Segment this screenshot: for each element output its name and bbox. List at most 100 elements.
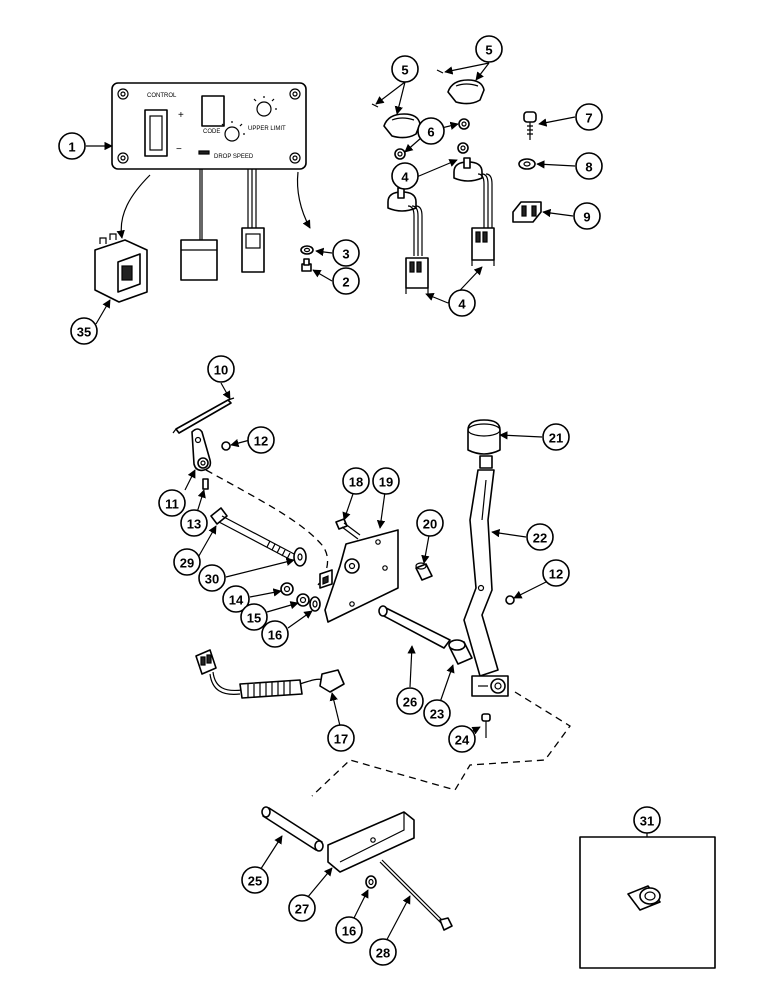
callout-16-bottom: 16: [335, 916, 363, 944]
svg-text:10: 10: [214, 363, 228, 378]
rocker-switch: [94, 233, 148, 303]
knob-left: [371, 103, 421, 139]
screw-7: [523, 111, 537, 140]
svg-text:23: 23: [430, 707, 444, 722]
nut-15: [296, 593, 310, 607]
svg-text:24: 24: [455, 733, 470, 748]
panel-control-label: CONTROL: [147, 93, 177, 99]
plate-27: [327, 811, 415, 873]
callout-30: 30: [198, 564, 226, 592]
svg-text:4: 4: [458, 297, 466, 312]
dashed-line-lever: [311, 691, 571, 797]
svg-text:1: 1: [68, 140, 75, 155]
screw-24: [481, 713, 491, 738]
svg-text:5: 5: [485, 43, 492, 58]
callout-13: 13: [180, 509, 208, 537]
svg-text:19: 19: [379, 475, 393, 490]
svg-text:16: 16: [268, 628, 282, 643]
svg-text:28: 28: [376, 946, 390, 961]
callout-14: 14: [222, 585, 250, 613]
callout-25: 25: [241, 866, 269, 894]
screw-part: [301, 258, 312, 272]
bolt-28: [379, 859, 453, 931]
pin-25: [261, 806, 324, 852]
potentiometer-left: [387, 187, 429, 294]
svg-text:9: 9: [583, 210, 590, 225]
svg-text:12: 12: [549, 567, 563, 582]
callout-6: 6: [417, 117, 445, 145]
callout-12-right: 12: [542, 559, 570, 587]
washer-8: [518, 158, 536, 170]
nut-part: [300, 245, 314, 255]
callout-19: 19: [372, 467, 400, 495]
nut-14: [280, 582, 294, 596]
control-panel: CONTROL CODE UPPER LIMIT DROP SPEED + −: [111, 82, 307, 170]
callout-9: 9: [573, 202, 601, 230]
svg-text:26: 26: [403, 695, 417, 710]
panel-drop-speed-label: DROP SPEED: [214, 154, 254, 160]
clip-9: [512, 201, 542, 223]
callout-16-top: 16: [261, 620, 289, 648]
washer-16-top: [309, 596, 321, 612]
svg-text:5: 5: [401, 63, 408, 78]
svg-text:6: 6: [427, 125, 434, 140]
callout-2: 2: [332, 267, 360, 295]
svg-text:27: 27: [295, 902, 309, 917]
callout-4-b: 4: [448, 289, 476, 317]
svg-text:30: 30: [205, 572, 219, 587]
panel-code-label: CODE: [203, 129, 220, 135]
callout-1: 1: [58, 132, 86, 160]
svg-text:17: 17: [334, 732, 348, 747]
callout-29: 29: [173, 548, 201, 576]
svg-text:11: 11: [165, 497, 179, 512]
bracket-19: [319, 529, 399, 623]
nut-12-right: [505, 595, 515, 605]
svg-text:15: 15: [247, 611, 261, 626]
callout-18: 18: [342, 467, 370, 495]
svg-text:29: 29: [180, 556, 194, 571]
callout-7: 7: [575, 103, 603, 131]
panel-upper-limit-label: UPPER LIMIT: [248, 126, 286, 132]
washer-16-bottom: [365, 875, 377, 889]
lever-22: [463, 455, 509, 697]
callout-8: 8: [575, 152, 603, 180]
svg-text:31: 31: [640, 814, 654, 829]
callout-26: 26: [396, 687, 424, 715]
knob-right: [436, 69, 485, 105]
bolt-18: [335, 518, 361, 540]
bushing-20: [415, 562, 433, 581]
callout-31: 31: [633, 806, 661, 834]
svg-text:35: 35: [77, 325, 91, 340]
svg-text:16: 16: [342, 924, 356, 939]
panel-wiring: [180, 169, 265, 281]
callout-17: 17: [327, 724, 355, 752]
svg-text:7: 7: [585, 111, 592, 126]
potentiometer-right: [453, 157, 495, 266]
rod-10: [172, 397, 235, 434]
panel-minus-sign: −: [176, 144, 182, 155]
svg-text:14: 14: [229, 593, 244, 608]
washer-30: [293, 547, 307, 567]
inset-box-31: [579, 833, 716, 969]
svg-text:2: 2: [342, 275, 349, 290]
callout-21: 21: [542, 423, 570, 451]
svg-text:20: 20: [423, 517, 437, 532]
svg-text:21: 21: [549, 431, 563, 446]
callout-4-a: 4: [391, 162, 419, 190]
svg-text:8: 8: [585, 160, 592, 175]
callout-5-a: 5: [391, 55, 419, 83]
nut-12-top: [221, 441, 231, 451]
callout-10: 10: [207, 355, 235, 383]
callout-23: 23: [423, 699, 451, 727]
callout-35: 35: [70, 317, 98, 345]
svg-text:18: 18: [349, 475, 363, 490]
knob-21: [467, 419, 501, 455]
svg-text:4: 4: [401, 170, 409, 185]
callout-28: 28: [369, 938, 397, 966]
svg-text:3: 3: [342, 247, 349, 262]
callout-12-top: 12: [247, 426, 275, 454]
callout-5-b: 5: [475, 35, 503, 63]
bushing-23: [448, 639, 473, 665]
arm-11: [191, 428, 212, 472]
